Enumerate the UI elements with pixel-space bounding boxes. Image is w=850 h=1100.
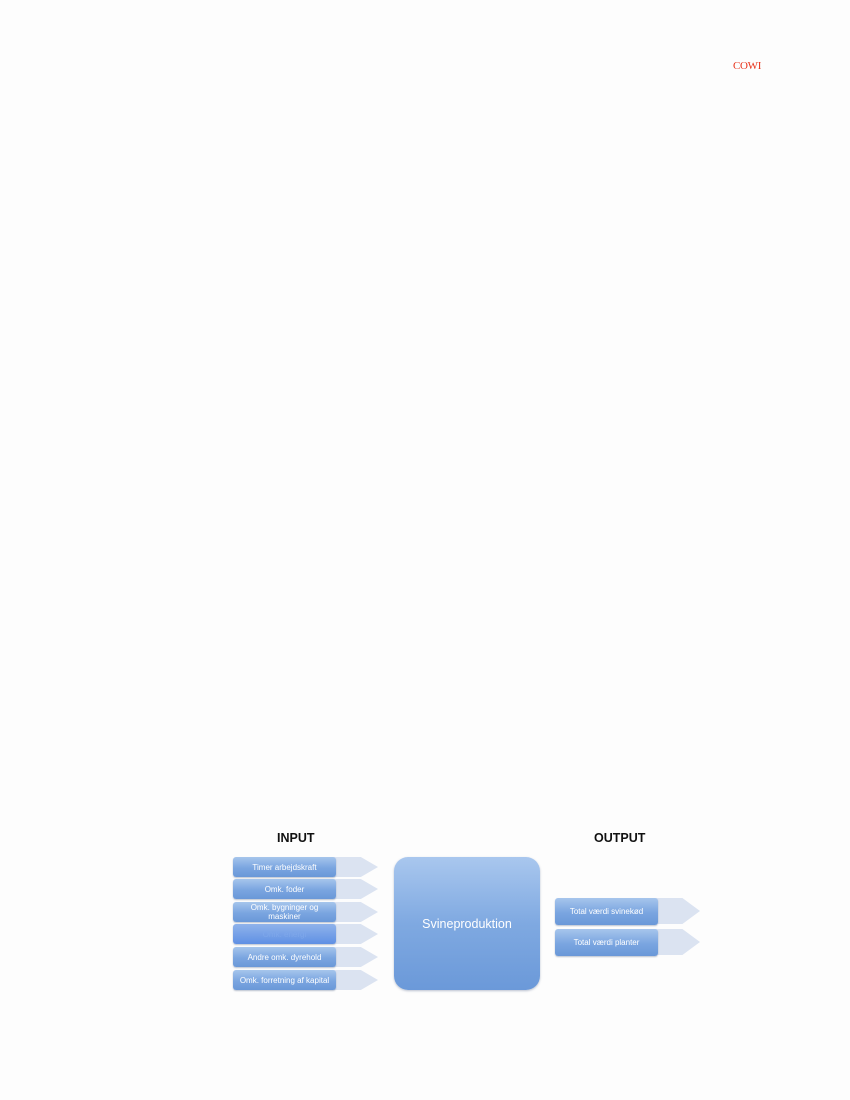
- output-box-pork-value: Total værdi svinekød: [555, 898, 658, 925]
- process-box: Svineproduktion: [394, 857, 540, 990]
- input-box-other-livestock-cost: Andre omk. dyrehold: [233, 947, 336, 967]
- input-box-feed-cost: Omk. foder: [233, 879, 336, 899]
- input-box-buildings-machinery-cost: Omk. bygninger og maskiner: [233, 902, 336, 922]
- input-box-labor-hours: Timer arbejdskraft: [233, 857, 336, 877]
- input-box-energy-cost: Omk. energi: [233, 924, 336, 944]
- output-heading: OUTPUT: [594, 831, 646, 845]
- input-box-capital-cost: Omk. forretning af kapital: [233, 970, 336, 990]
- cowi-logo: COWI: [733, 60, 762, 72]
- input-heading: INPUT: [277, 831, 315, 845]
- output-box-plants-value: Total værdi planter: [555, 929, 658, 956]
